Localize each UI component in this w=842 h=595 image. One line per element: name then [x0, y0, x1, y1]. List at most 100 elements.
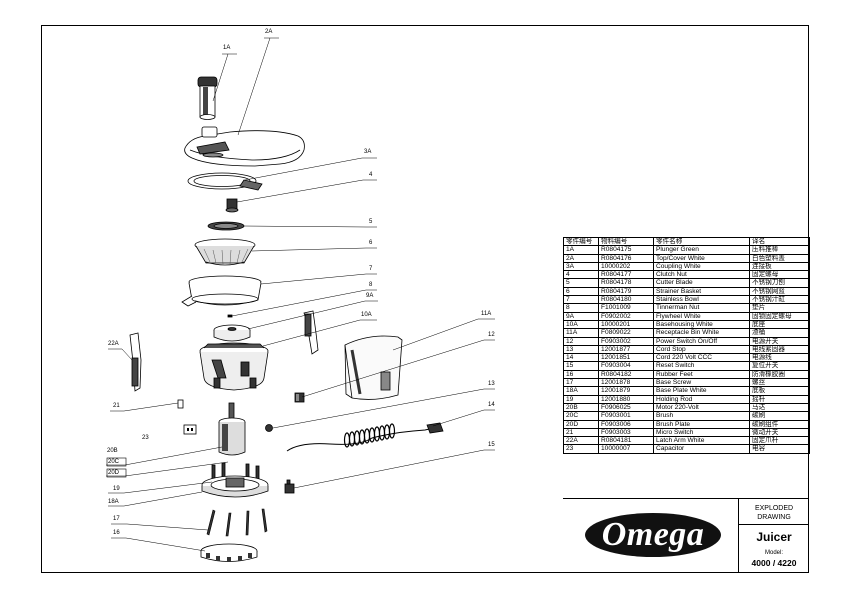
callout-14: 14	[488, 402, 495, 408]
table-cell: 12001851	[598, 353, 654, 363]
table-cell: F0903004	[598, 361, 654, 371]
part-stainless-bowl	[181, 275, 262, 307]
table-cell: Motor 220-Volt	[653, 402, 750, 413]
table-cell: F0902002	[598, 311, 654, 321]
leader-lines	[106, 37, 495, 552]
table-cell: 压料推棒	[749, 245, 810, 255]
table-cell: Base Screw	[653, 378, 750, 388]
part-rubber-feet	[200, 543, 258, 562]
table-cell: F0903001	[598, 411, 654, 421]
table-cell: 10000202	[598, 261, 654, 272]
callout-13: 13	[488, 381, 495, 387]
table-cell: 16	[563, 369, 599, 380]
callout-19: 19	[113, 486, 120, 492]
table-cell: 12001879	[598, 386, 654, 396]
table-cell: 13	[563, 344, 599, 355]
part-latch-arm-right	[303, 310, 319, 355]
table-cell: 固定螺母	[749, 270, 810, 280]
part-plunger	[197, 76, 218, 120]
brand-logo-text: Omega	[601, 516, 705, 553]
table-cell: Latch Arm White	[653, 436, 750, 446]
table-cell: R0804178	[598, 278, 654, 288]
table-cell: 螺丝	[749, 378, 810, 388]
table-cell: 摇杆	[749, 394, 810, 404]
table-cell: 20D	[563, 419, 599, 429]
table-cell: 5	[563, 278, 599, 288]
table-cell: Clutch Nut	[653, 270, 750, 280]
table-cell: F0903003	[598, 427, 654, 438]
callout-8: 8	[369, 282, 373, 288]
header-cell: 零件名称	[653, 236, 750, 247]
part-base-housing	[199, 342, 269, 391]
table-cell: R0804175	[598, 245, 654, 255]
callout-boxes	[106, 457, 127, 478]
part-reset-switch	[284, 479, 295, 494]
part-tinnerman-nut	[227, 314, 233, 318]
table-cell: 10A	[563, 319, 599, 330]
callout-16: 16	[113, 530, 120, 536]
table-cell: 底座	[749, 319, 810, 330]
table-cell: 19	[563, 394, 599, 404]
table-cell: 9A	[563, 311, 599, 321]
table-cell: 7	[563, 295, 599, 305]
table-cell: 渣桶	[749, 328, 810, 338]
table-cell: 12001880	[598, 394, 654, 404]
table-cell: Micro Switch	[653, 427, 750, 438]
brand-logo	[585, 513, 721, 557]
callout-2a: 2A	[265, 29, 273, 35]
model-number: 4000 / 4220	[751, 558, 797, 568]
part-power-cord	[286, 422, 444, 452]
table-cell: Reset Switch	[653, 361, 750, 371]
table-cell: Stainless Bowl	[653, 295, 750, 305]
part-cutter-blade	[207, 221, 245, 231]
table-cell: F1001009	[598, 303, 654, 313]
drawing-type-label: EXPLODED DRAWING	[739, 501, 809, 525]
table-cell: F0903002	[598, 336, 654, 346]
callout-9a: 9A	[366, 293, 374, 299]
table-cell: F0906025	[598, 402, 654, 413]
table-cell: 2A	[563, 253, 599, 263]
header-cell: 译名	[749, 236, 810, 247]
table-cell: Tinnerman Nut	[653, 303, 750, 313]
table-cell: Plunger Green	[653, 245, 750, 255]
table-cell: Coupling White	[653, 261, 750, 272]
product-name: Juicer	[756, 530, 792, 544]
part-latch-arm-left	[129, 332, 142, 392]
callout-20d: 20D	[108, 470, 120, 476]
callout-7: 7	[369, 266, 373, 272]
callout-12: 12	[488, 332, 495, 338]
part-micro-switch	[177, 399, 184, 409]
callout-10a: 10A	[361, 312, 372, 318]
table-cell: 12	[563, 336, 599, 346]
table-cell: 微动开关	[749, 427, 810, 438]
table-cell: 防滑橡胶圈	[749, 369, 810, 380]
table-cell: Holding Rod	[653, 394, 750, 404]
table-cell: 电线紧固器	[749, 344, 810, 355]
table-cell: 21	[563, 427, 599, 438]
table-cell: 固定爪杆	[749, 436, 810, 446]
table-cell: R0804180	[598, 295, 654, 305]
drawing-info: EXPLODED DRAWING Juicer Model: 4000 / 42…	[739, 498, 809, 573]
table-cell: Capacitor	[653, 444, 750, 454]
table-cell: 复位开关	[749, 361, 810, 371]
callout-18a: 18A	[108, 499, 119, 505]
table-cell: 4	[563, 270, 599, 280]
